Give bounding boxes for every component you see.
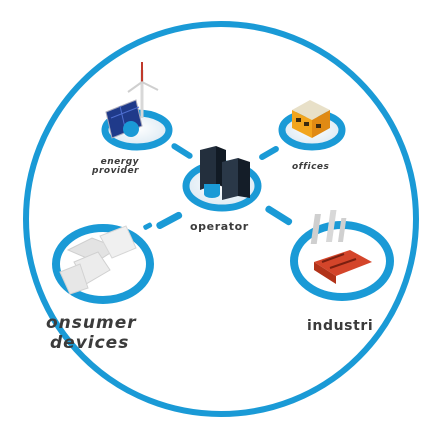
energy-globe-icon: [123, 121, 139, 137]
node-operator: [182, 146, 262, 212]
industry-label: industri: [307, 318, 374, 334]
connector-industry: [265, 205, 293, 226]
connector-consumer-a: [156, 211, 183, 230]
connector-lines: [143, 143, 293, 230]
operator-label: operator: [190, 220, 249, 233]
offices-label: offices: [292, 162, 330, 172]
node-industry: [290, 210, 394, 301]
connector-energy: [171, 143, 193, 159]
energy-label-line2: provider: [92, 166, 140, 176]
energy-label-line1: energy: [100, 157, 140, 167]
connector-offices: [259, 146, 279, 160]
consumer-label-line2: devices: [50, 333, 130, 353]
database-body: [204, 184, 220, 194]
factory-icon: [310, 210, 372, 284]
node-energy-provider: [101, 62, 173, 151]
consumer-devices-label: onsumer devices: [46, 313, 137, 353]
node-consumer-devices: [52, 224, 154, 304]
energy-provider-label: energy provider: [92, 158, 139, 176]
node-offices: [278, 100, 346, 151]
connector-consumer-b: [143, 222, 153, 230]
devices-icon: [59, 225, 137, 295]
consumer-label-line1: onsumer: [46, 313, 137, 333]
outer-circle-frame: [23, 21, 419, 417]
wind-turbine-icon: [127, 62, 159, 118]
office-building-icon: [292, 100, 330, 138]
server-rack-icon: [200, 146, 250, 200]
